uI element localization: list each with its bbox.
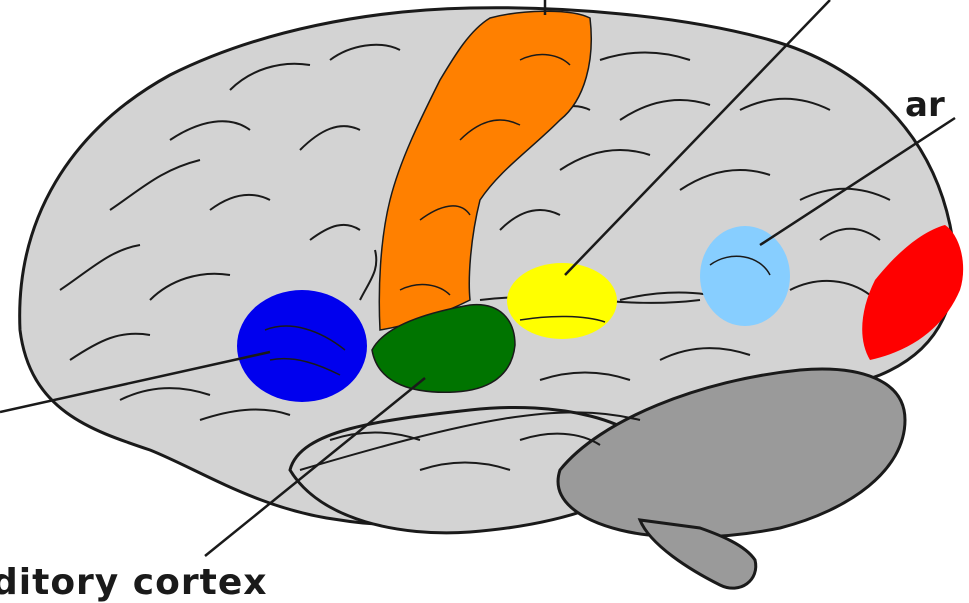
angular-area <box>700 226 790 326</box>
broca-area <box>237 290 367 402</box>
angular-gyrus-label-partial: ar <box>905 88 945 122</box>
wernicke-area <box>507 263 617 339</box>
auditory-cortex-label: ditory cortex <box>0 565 267 601</box>
